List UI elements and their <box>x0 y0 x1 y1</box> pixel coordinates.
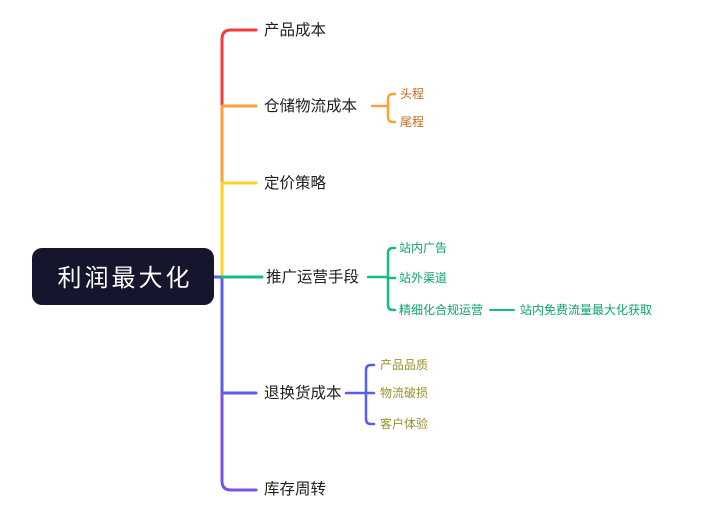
connector-product-cost <box>220 28 258 108</box>
connector-inventory-turnover <box>220 391 258 492</box>
connector-return-exchange <box>212 275 258 395</box>
topic-pricing-strategy[interactable]: 定价策略 <box>264 174 327 192</box>
bracket-return-children <box>344 363 376 426</box>
bracket-warehouse-children <box>370 92 397 124</box>
subtopic-logistics-damage[interactable]: 物流破损 <box>380 385 428 400</box>
topic-inventory-turnover[interactable]: 库存周转 <box>264 480 326 498</box>
topic-promotion-operations[interactable]: 推广运营手段 <box>266 268 359 286</box>
subtopic-last-leg[interactable]: 尾程 <box>400 114 424 129</box>
subtopic-onsite-ads[interactable]: 站内广告 <box>399 241 447 255</box>
connector-pricing-strategy <box>220 181 258 279</box>
subtopic-free-traffic-maximization[interactable]: 站内免费流量最大化获取 <box>520 302 652 317</box>
topic-warehouse-logistics-cost[interactable]: 仓储物流成本 <box>264 97 357 115</box>
topic-product-cost[interactable]: 产品成本 <box>264 21 326 39</box>
subtopic-product-quality[interactable]: 产品品质 <box>380 358 428 372</box>
subtopic-first-leg[interactable]: 头程 <box>400 86 424 101</box>
subtopic-refined-compliant-operations[interactable]: 精细化合规运营 <box>399 302 483 317</box>
subtopic-customer-experience[interactable]: 客户体验 <box>380 416 428 431</box>
subtopic-offsite-channels[interactable]: 站外渠道 <box>399 271 447 285</box>
root-node[interactable] <box>32 248 214 305</box>
bracket-promotion-children <box>366 246 397 312</box>
root-topic-label[interactable]: 利润最大化 <box>58 264 193 292</box>
topic-return-exchange-cost[interactable]: 退换货成本 <box>264 384 342 402</box>
connector-warehouse-logistics <box>220 104 258 185</box>
